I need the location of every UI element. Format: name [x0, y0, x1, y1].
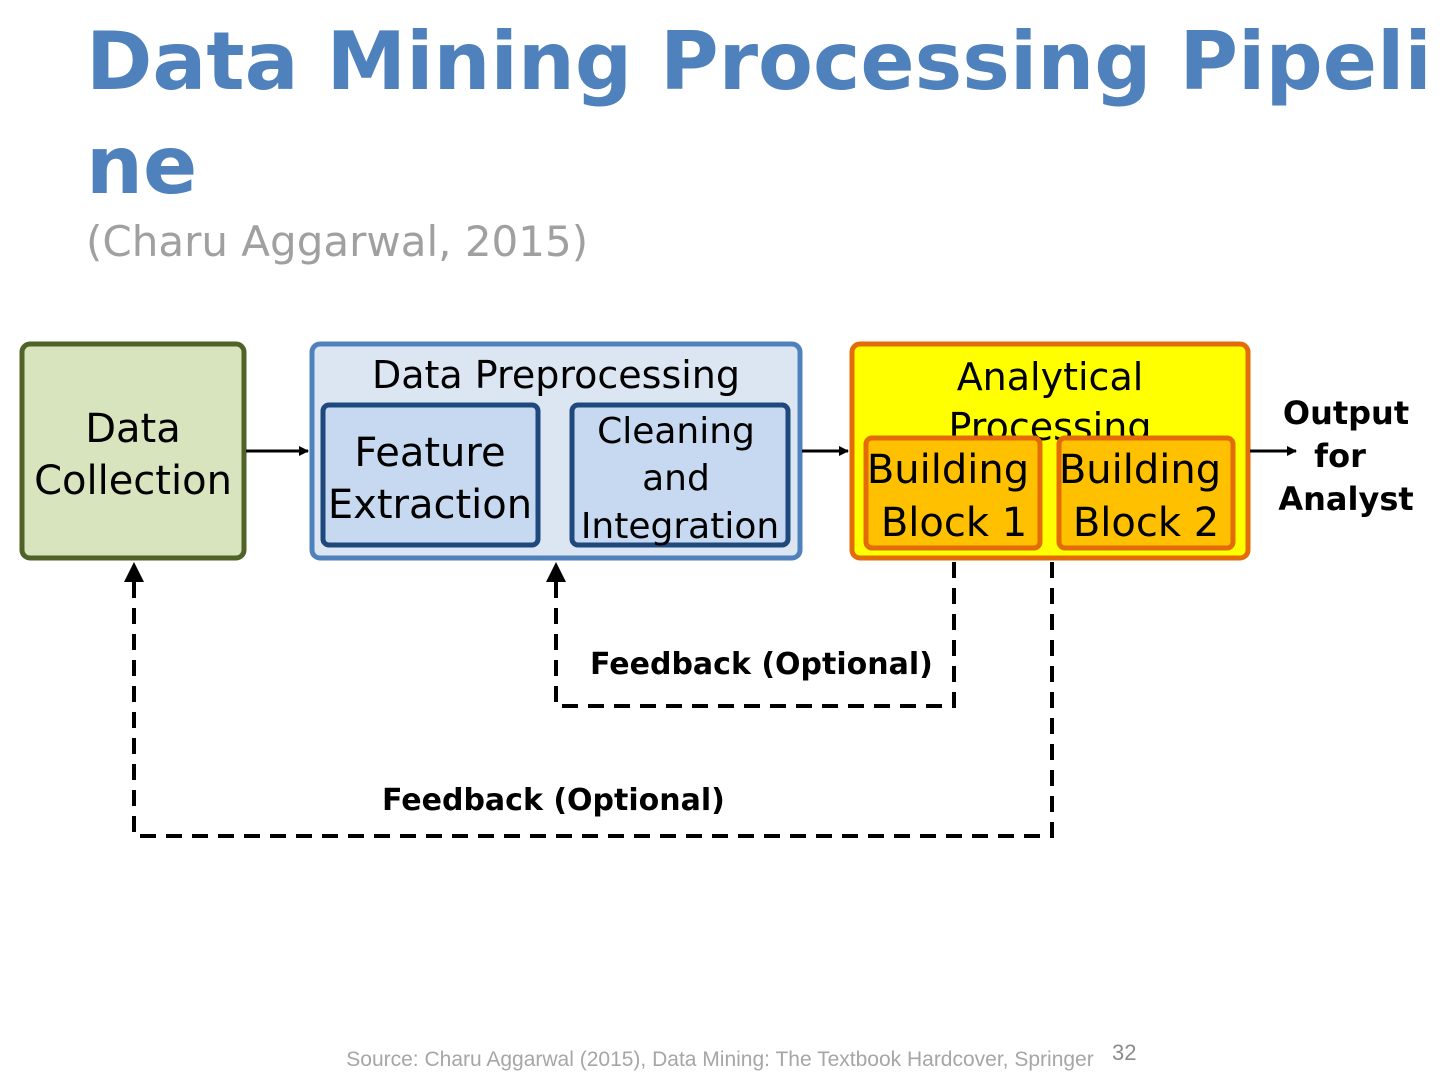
- building-block-1-label-line2: Block 1: [881, 500, 1027, 546]
- slide-title-line1: Data Mining Processing Pipeli: [86, 15, 1432, 108]
- feature-extraction-box: Feature Extraction: [320, 402, 541, 548]
- building-block-1-box: Building Block 1: [863, 435, 1043, 551]
- slide-title: Data Mining Processing Pipeli ne: [86, 10, 1432, 218]
- feedback-outer-arrowhead: [124, 562, 144, 582]
- analytical-label-line1: Analytical: [957, 355, 1144, 399]
- output-label-line3: Analyst: [1278, 480, 1413, 518]
- slide-title-line2: ne: [86, 119, 198, 212]
- cleaning-label-line1: Cleaning: [597, 411, 755, 452]
- feedback-inner-loop: [554, 562, 956, 708]
- footer-source: Source: Charu Aggarwal (2015), Data Mini…: [346, 1048, 1094, 1071]
- building-block-1-label-line1: Building: [867, 447, 1029, 493]
- page-number: 32: [1112, 1040, 1137, 1065]
- output-label-line2: for: [1314, 437, 1366, 475]
- cleaning-label-line2: and: [642, 458, 710, 499]
- output-label: Output for Analyst: [1278, 394, 1413, 518]
- output-label-line1: Output: [1283, 394, 1409, 432]
- building-block-2-label-line2: Block 2: [1073, 500, 1219, 546]
- data-collection-label-line1: Data: [85, 406, 181, 452]
- data-collection-label-line2: Collection: [34, 458, 232, 504]
- analytical-processing-box: Analytical Processing Building Block 1 B…: [849, 341, 1251, 561]
- building-block-2-box: Building Block 2: [1056, 435, 1236, 551]
- feature-extraction-label-line2: Extraction: [328, 482, 532, 528]
- cleaning-label-line3: Integration: [581, 506, 779, 547]
- feedback-outer-label: Feedback (Optional): [382, 783, 725, 818]
- cleaning-integration-box: Cleaning and Integration: [569, 402, 791, 548]
- data-preprocessing-label: Data Preprocessing: [372, 353, 740, 397]
- feedback-outer-loop: [132, 562, 1054, 838]
- data-collection-box: Data Collection: [19, 341, 247, 561]
- building-block-2-label-line1: Building: [1059, 447, 1221, 493]
- slide-subtitle: (Charu Aggarwal, 2015): [86, 217, 589, 266]
- feature-extraction-label-line1: Feature: [354, 430, 505, 476]
- feedback-inner-label: Feedback (Optional): [590, 647, 933, 682]
- feedback-inner-arrowhead: [546, 562, 566, 582]
- data-preprocessing-box: Data Preprocessing Feature Extraction Cl…: [309, 341, 803, 561]
